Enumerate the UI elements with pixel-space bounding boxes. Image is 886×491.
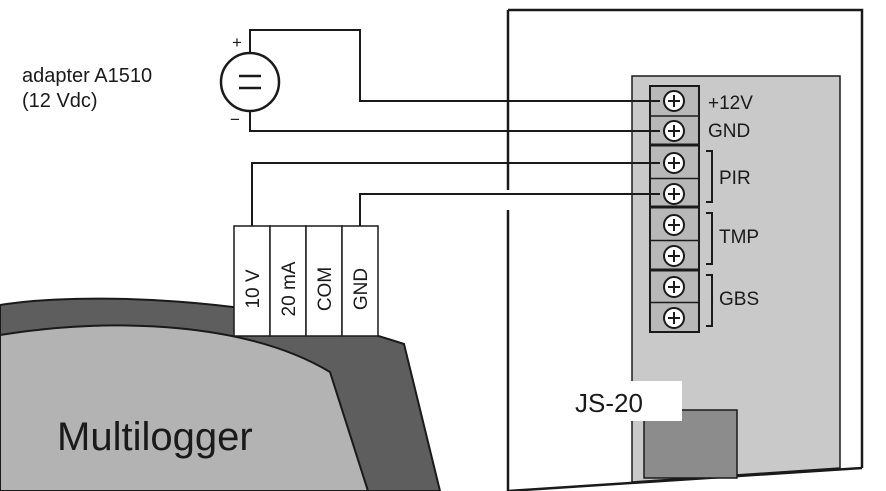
- js20-label: JS-20: [575, 388, 643, 418]
- device-enclosure: [506, 8, 864, 491]
- terminal-screw-icon: [663, 120, 685, 142]
- terminal-label-12v: +12V: [708, 93, 753, 114]
- terminal-screw-icon: [663, 152, 685, 174]
- tmp-bracket: [706, 212, 713, 265]
- wire-adapter-minus: [249, 111, 660, 132]
- terminal-screw-icon: [663, 307, 685, 329]
- adapter-plus-sign: +: [232, 33, 242, 52]
- adapter-label-line2: (12 Vdc): [22, 90, 98, 112]
- pir-bracket: [706, 150, 713, 203]
- wire-adapter-plus: [249, 29, 660, 102]
- logger-terminal-label: COM: [315, 267, 336, 311]
- logger-terminal: [341, 225, 379, 337]
- dc-source-icon: [219, 51, 281, 113]
- group-label-gbs: GBS: [719, 289, 759, 310]
- terminal-label-gnd: GND: [708, 121, 750, 142]
- gbs-bracket: [706, 274, 713, 327]
- logger-terminal-label: GND: [351, 268, 372, 310]
- js20-connector: [643, 409, 738, 479]
- multilogger-label: Multilogger: [57, 415, 253, 459]
- multilogger-body: [0, 297, 442, 491]
- adapter-label-line1: adapter A1510: [22, 65, 152, 87]
- group-label-tmp: TMP: [719, 227, 759, 248]
- logger-terminal: [305, 225, 343, 337]
- adapter-minus-sign: −: [230, 110, 240, 129]
- logger-terminal-strip: 10 V 20 mA COM GND: [233, 225, 379, 337]
- js20-label-bg: [566, 381, 682, 421]
- logger-terminal-label: 20 mA: [279, 261, 300, 316]
- group-label-pir: PIR: [719, 168, 751, 189]
- wire-logger-gnd: [359, 193, 660, 226]
- terminal-block: [649, 85, 700, 333]
- terminal-screw-icon: [663, 276, 685, 298]
- logger-terminal-label: 10 V: [243, 269, 264, 308]
- terminal-screw-icon: [663, 183, 685, 205]
- terminal-screw-icon: [663, 90, 685, 112]
- wire-logger-10v: [251, 162, 660, 226]
- terminal-screw-icon: [663, 214, 685, 236]
- terminal-screw-icon: [663, 245, 685, 267]
